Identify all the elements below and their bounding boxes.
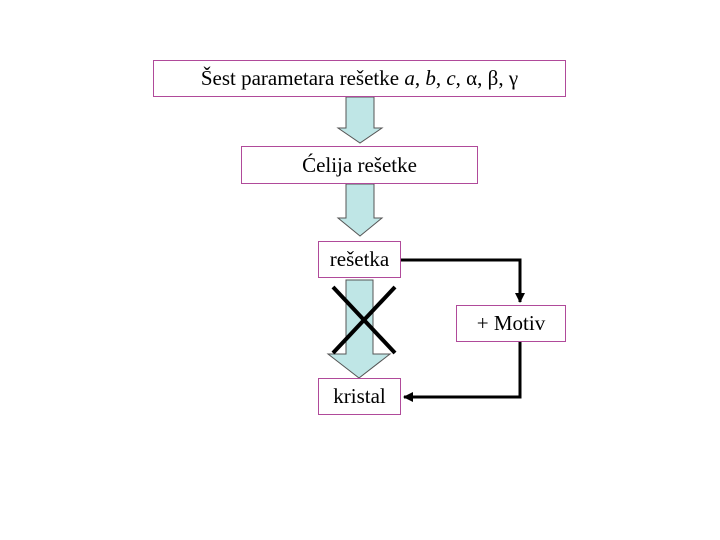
- params-label: Šest parametara rešetke a, b, c, α, β, γ: [200, 66, 519, 90]
- box-motif: + Motiv: [456, 305, 566, 342]
- connector-lattice-to-motif: [401, 258, 525, 303]
- lattice-label: rešetka: [329, 247, 390, 271]
- crystal-label: kristal: [333, 384, 386, 408]
- down-arrow-params-to-cell: [336, 96, 384, 144]
- box-crystal: kristal: [318, 378, 401, 415]
- down-arrow-cell-to-lattice: [336, 183, 384, 237]
- connector-motif-to-crystal: [403, 342, 522, 402]
- param-beta: β: [487, 66, 499, 90]
- box-unit-cell: Ćelija rešetke: [241, 146, 478, 184]
- param-gamma: γ: [508, 66, 519, 90]
- cell-label: Ćelija rešetke: [302, 152, 417, 177]
- param-b: b: [425, 66, 436, 90]
- motif-label: + Motiv: [476, 311, 546, 335]
- param-c: c: [446, 66, 456, 90]
- box-six-lattice-parameters: Šest parametara rešetke a, b, c, α, β, γ: [153, 60, 566, 97]
- param-a: a: [404, 66, 415, 90]
- param-alpha: α: [466, 66, 478, 90]
- down-arrow-lattice-to-crystal: [326, 279, 392, 379]
- box-lattice: rešetka: [318, 241, 401, 278]
- cross-line-2: [331, 285, 397, 355]
